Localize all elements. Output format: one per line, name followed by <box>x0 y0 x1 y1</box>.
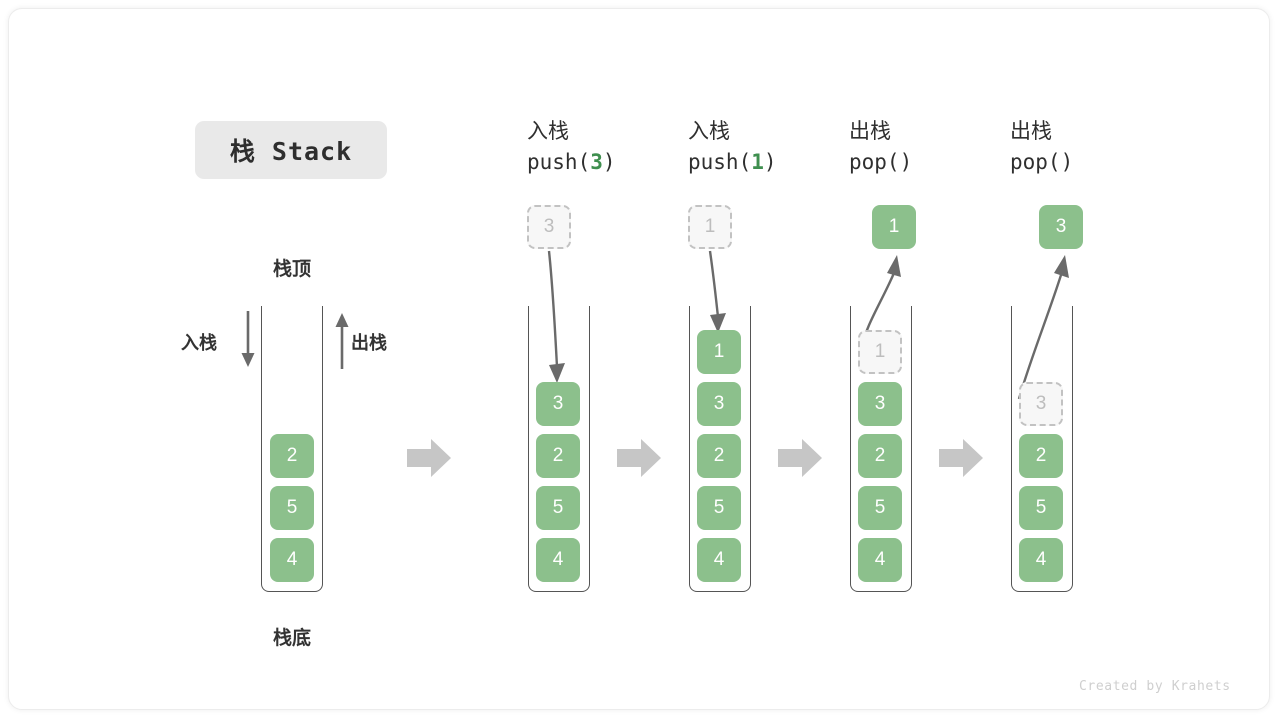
step-4-header: 出栈 pop() <box>1010 117 1073 178</box>
pop-side-label: 出栈 <box>351 333 387 353</box>
push-side-label: 入栈 <box>181 333 217 353</box>
diagram-card: 栈 Stack 栈顶 入栈 出栈 2 5 4 栈底 <box>8 8 1270 710</box>
flow-arrow-4 <box>939 439 983 477</box>
stack-bottom-label: 栈底 <box>272 628 311 649</box>
step-4-code-pre: pop( <box>1010 150 1061 175</box>
step-2-stack-container <box>689 306 751 592</box>
stack-cell: 4 <box>858 538 902 582</box>
step-2-code-post: ) <box>763 150 777 175</box>
step-3-code: pop() <box>849 147 912 177</box>
stack-cell: 4 <box>1019 538 1063 582</box>
step-2-operation-cn: 入栈 <box>688 120 730 143</box>
diagram-title-chip: 栈 Stack <box>195 121 387 179</box>
step-2-cells: 1 3 2 5 4 <box>697 330 741 582</box>
flow-arrow-3 <box>778 439 822 477</box>
stack-cell: 5 <box>270 486 314 530</box>
stack-cell: 2 <box>270 434 314 478</box>
diagram-title-text: 栈 Stack <box>229 137 353 166</box>
stack-cell: 3 <box>858 382 902 426</box>
step-1-code-arg: 3 <box>590 150 603 175</box>
step-1-cells: 3 2 5 4 <box>536 382 580 582</box>
step-3-cells: 1 3 2 5 4 <box>858 330 902 582</box>
stack-cell: 3 <box>697 382 741 426</box>
stack-cell: 5 <box>1019 486 1063 530</box>
step-2-floating-value: 1 <box>688 205 732 249</box>
stack-cell: 1 <box>858 330 902 374</box>
stack-cell: 4 <box>697 538 741 582</box>
step-3-code-pre: pop( <box>849 150 900 175</box>
step-4-floating-value: 3 <box>1039 205 1083 249</box>
step-2-code-pre: push( <box>688 150 752 175</box>
step-1-code-pre: push( <box>527 150 591 175</box>
stack-cell: 4 <box>270 538 314 582</box>
base-stack-cells: 2 5 4 <box>270 434 314 582</box>
step-3-floating-value: 1 <box>872 205 916 249</box>
stack-cell: 2 <box>858 434 902 478</box>
step-3-operation-cn: 出栈 <box>849 120 891 143</box>
step-4-stack-container <box>1011 306 1073 592</box>
step-2-code: push(1) <box>688 147 777 177</box>
stack-cell: 2 <box>1019 434 1063 478</box>
step-1-header: 入栈 push(3) <box>527 117 616 178</box>
flow-arrow-1 <box>407 439 451 477</box>
pop-direction-arrow <box>335 313 349 369</box>
stack-cell: 3 <box>1019 382 1063 426</box>
step-2-push-arrow <box>708 250 726 333</box>
step-1-code-post: ) <box>602 150 616 175</box>
stack-cell: 5 <box>858 486 902 530</box>
step-4-code: pop() <box>1010 147 1073 177</box>
step-1-code: push(3) <box>527 147 616 177</box>
stack-cell: 5 <box>536 486 580 530</box>
stack-cell: 4 <box>536 538 580 582</box>
step-2-code-arg: 1 <box>751 150 764 175</box>
step-3-code-post: ) <box>899 150 913 175</box>
step-1-push-arrow <box>547 250 565 383</box>
step-3-header: 出栈 pop() <box>849 117 912 178</box>
stack-cell: 2 <box>536 434 580 478</box>
step-2-header: 入栈 push(1) <box>688 117 777 178</box>
base-stack-container <box>261 306 323 592</box>
stack-cell: 5 <box>697 486 741 530</box>
stack-cell: 1 <box>697 330 741 374</box>
step-4-cells: 3 2 5 4 <box>1019 382 1063 582</box>
step-1-stack-container <box>528 306 590 592</box>
step-4-code-post: ) <box>1060 150 1074 175</box>
stack-top-label: 栈顶 <box>272 259 311 280</box>
push-direction-arrow <box>241 311 255 367</box>
stack-cell: 3 <box>536 382 580 426</box>
stack-cell: 2 <box>697 434 741 478</box>
footer-credit: Created by Krahets <box>1079 679 1231 694</box>
step-3-stack-container <box>850 306 912 592</box>
step-1-operation-cn: 入栈 <box>527 120 569 143</box>
step-1-floating-value: 3 <box>527 205 571 249</box>
step-4-operation-cn: 出栈 <box>1010 120 1052 143</box>
flow-arrow-2 <box>617 439 661 477</box>
